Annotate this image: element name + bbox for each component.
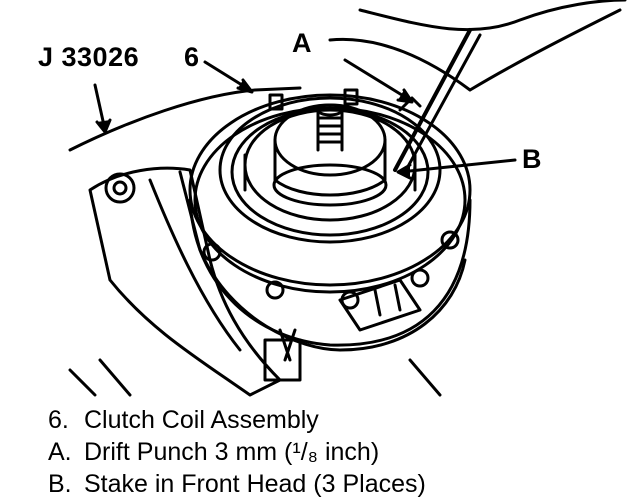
callout-6: 6 xyxy=(184,42,200,72)
clutch-coil-ring xyxy=(218,96,442,244)
bolt xyxy=(202,242,222,262)
legend-item: A. Drift Punch 3 mm (¹/₈ inch) xyxy=(48,436,628,468)
compressor-drawing xyxy=(68,0,627,397)
drift-punch xyxy=(393,28,472,172)
leader-b xyxy=(398,158,517,174)
legend-item: B. Stake in Front Head (3 Places) xyxy=(48,468,628,500)
callout-b: B xyxy=(522,144,542,174)
leader-a xyxy=(343,58,412,102)
tool-outline xyxy=(68,86,302,152)
legend: 6. Clutch Coil Assembly A. Drift Punch 3 m… xyxy=(48,404,628,500)
callout-tool: J 33026 xyxy=(38,42,140,72)
legend-text: Stake in Front Head (3 Places) xyxy=(84,470,426,498)
compressor-body xyxy=(88,166,282,397)
legend-key: A. xyxy=(48,438,72,466)
mount-hole xyxy=(104,172,136,204)
legend-item: 6. Clutch Coil Assembly xyxy=(48,404,628,436)
front-head-outer xyxy=(188,93,472,287)
clutch-coil-illustration: J 33026 6 A B xyxy=(38,0,627,397)
legend-key: B. xyxy=(48,470,72,498)
callout-a: A xyxy=(292,28,312,58)
legend-key: 6. xyxy=(48,406,69,434)
legend-text: Drift Punch 3 mm (¹/₈ inch) xyxy=(84,438,380,466)
connector xyxy=(338,278,422,332)
legend-text: Clutch Coil Assembly xyxy=(84,406,319,434)
